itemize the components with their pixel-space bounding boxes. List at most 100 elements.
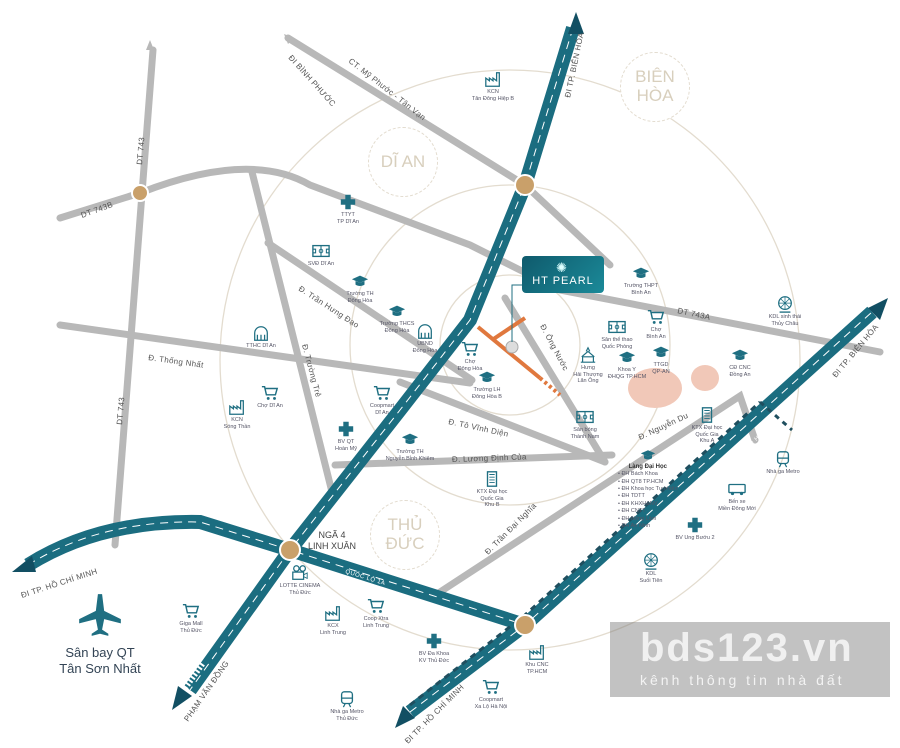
university-village-title: Làng Đại Học (628, 464, 667, 470)
poi-label: KCN Sóng Thần (223, 417, 251, 430)
poi-marker[interactable]: KDL sinh thái Thủy Châu (745, 295, 825, 327)
poi-marker[interactable]: TTYT TP Dĩ An (308, 193, 388, 225)
university-list-item: • ĐH TDTT (618, 493, 645, 500)
poi-marker[interactable]: Chợ Bình An (616, 308, 696, 340)
poi-marker[interactable]: BV Đa Khoa KV Thủ Đức (394, 632, 474, 664)
poi-marker[interactable]: Coop Xtra Linh Trung (336, 597, 416, 629)
poi-marker[interactable]: Trường TH Nguyễn Bỉnh Khiêm (370, 430, 450, 462)
poi-label: BV Đa Khoa KV Thủ Đức (418, 651, 450, 664)
poi-label: SVĐ Dĩ An (307, 261, 335, 267)
poi-label: CĐ CNC Đồng An (729, 365, 751, 378)
school-icon (387, 302, 407, 320)
poi-label: Giga Mall Thủ Đức (179, 621, 203, 634)
project-badge[interactable]: ✺ HT PEARL (522, 256, 604, 293)
poi-marker[interactable]: Trường LH Đông Hòa B (447, 368, 527, 400)
school-icon (651, 343, 671, 361)
market-icon (366, 597, 386, 615)
poi-marker[interactable]: Nhà ga Metro Thủ Đức (307, 690, 387, 722)
poi-marker[interactable]: SVĐ Dĩ An (281, 242, 361, 268)
airplane-icon (79, 594, 121, 636)
poi-label: Coop Xtra Linh Trung (363, 616, 389, 629)
poi-marker[interactable]: Khoa Y ĐHQG TP.HCM (587, 348, 667, 380)
poi-label: Coopmart Xa Lộ Hà Nội (474, 697, 508, 710)
poi-marker[interactable]: KTX Đại học Quốc Gia Khu A (667, 406, 747, 445)
school-icon (400, 430, 420, 448)
road-label: DT 743 (135, 136, 146, 165)
poi-marker[interactable]: Hưng Hải Thượng Lãn Ông (548, 346, 628, 385)
stadium-icon (575, 408, 595, 426)
poi-marker[interactable]: Coopmart Dĩ An (342, 384, 422, 416)
poi-label: TTHC Dĩ An (246, 343, 276, 349)
poi-marker[interactable]: Bến xe Miền Đông Mới (697, 480, 777, 512)
zone-bien-hoa: BIÊN HÒA (620, 52, 690, 122)
poi-marker[interactable]: BV Ung Bướu 2 (655, 516, 735, 542)
junctions (131, 174, 536, 636)
lake-area (691, 365, 719, 391)
poi-marker[interactable]: CĐ CNC Đồng An (700, 346, 780, 378)
poi-marker[interactable]: Trường TH Đông Hòa (320, 272, 400, 304)
poi-label: Sân thể thao Quốc Phòng (601, 337, 633, 350)
factory-icon (227, 398, 247, 416)
poi-label: Trường TH Đông Hòa (346, 291, 374, 304)
poi-marker[interactable]: Sân bóng Thành Nam (545, 408, 625, 440)
poi-marker[interactable]: Giga Mall Thủ Đức (151, 602, 231, 634)
university-list-item: • ĐH QT8 TP.HCM (618, 478, 664, 485)
poi-marker[interactable]: TTHC Dĩ An (221, 324, 301, 350)
hospital-icon (424, 632, 444, 650)
bus-icon (727, 480, 747, 498)
building-icon (697, 406, 717, 424)
metro-icon (773, 450, 793, 468)
road-label: Đ. Lương Định Của (452, 452, 527, 464)
poi-marker[interactable]: KTX Đại học Quốc Gia Khu B (452, 470, 532, 509)
poi-label: Nhà ga Metro Thủ Đức (330, 709, 364, 722)
school-icon (638, 447, 658, 463)
poi-label: Chợ Bình An (646, 327, 666, 340)
road-arrow (146, 40, 154, 50)
poi-marker[interactable]: Trường THCS Đông Hòa (357, 302, 437, 334)
university-list-item: • ĐH Khoa học Tự nhiên (618, 485, 678, 492)
university-village[interactable]: Làng Đại Học • ĐH Bách Khoa • ĐH QT8 TP.… (618, 447, 678, 530)
poi-marker[interactable]: KDL Suối Tiên (611, 552, 691, 584)
zone-thu-duc: THỦ ĐỨC (370, 500, 440, 570)
airport-marker: Sân bay QT Tân Sơn Nhất (48, 590, 152, 678)
road-label: DT 743 (115, 396, 126, 425)
school-icon (350, 272, 370, 290)
poi-marker[interactable]: Khu CNC TP.HCM (497, 643, 577, 675)
poi-label: TTYT TP Dĩ An (337, 212, 359, 225)
highways (24, 25, 877, 718)
poi-marker[interactable]: Sân thể thao Quốc Phòng (577, 318, 657, 350)
poi-marker[interactable]: UBND Đông Hòa (385, 322, 465, 354)
poi-marker[interactable]: Trường THPT Bình An (601, 264, 681, 296)
poi-marker[interactable]: BV QT Hoàn Mỹ (306, 420, 386, 452)
poi-label: Trường LH Đông Hòa B (472, 387, 502, 400)
school-icon (477, 368, 497, 386)
lake-area (628, 368, 682, 408)
school-icon (631, 264, 651, 282)
university-list-item: • ĐH Bách Khoa (618, 471, 658, 478)
park-icon (775, 295, 795, 313)
poi-marker[interactable]: Chợ Đông Hòa (430, 340, 510, 372)
factory-icon (483, 70, 503, 88)
poi-label: KTX Đại học Quốc Gia Khu A (691, 425, 723, 445)
market-icon (460, 340, 480, 358)
poi-marker[interactable]: TTGD QP-AN (621, 343, 701, 375)
poi-marker[interactable]: KCN Sóng Thần (197, 398, 277, 430)
market-icon (481, 678, 501, 696)
poi-marker[interactable]: KCX Linh Trung (293, 604, 373, 636)
poi-marker[interactable]: Chợ Dĩ An (230, 384, 310, 410)
poi-label: KDL sinh thái Thủy Châu (768, 314, 802, 327)
highway-arrows (12, 12, 888, 728)
poi-label: Trường THPT Bình An (623, 283, 659, 296)
school-icon (730, 346, 750, 364)
poi-label: KTX Đại học Quốc Gia Khu B (476, 489, 508, 509)
poi-marker[interactable]: Coopmart Xa Lộ Hà Nội (451, 678, 531, 710)
poi-marker[interactable]: KCN Tân Đông Hiệp B (453, 70, 533, 102)
poi-label: Chợ Đông Hòa (457, 359, 483, 372)
poi-marker[interactable]: LOTTE CINEMA Thủ Đức (260, 564, 340, 596)
hospital-icon (338, 193, 358, 211)
poi-marker[interactable]: Nhà ga Metro (743, 450, 823, 476)
poi-label: Nhà ga Metro (766, 469, 800, 475)
zone-di-an: DĨ AN (368, 127, 438, 197)
building-icon (482, 470, 502, 488)
